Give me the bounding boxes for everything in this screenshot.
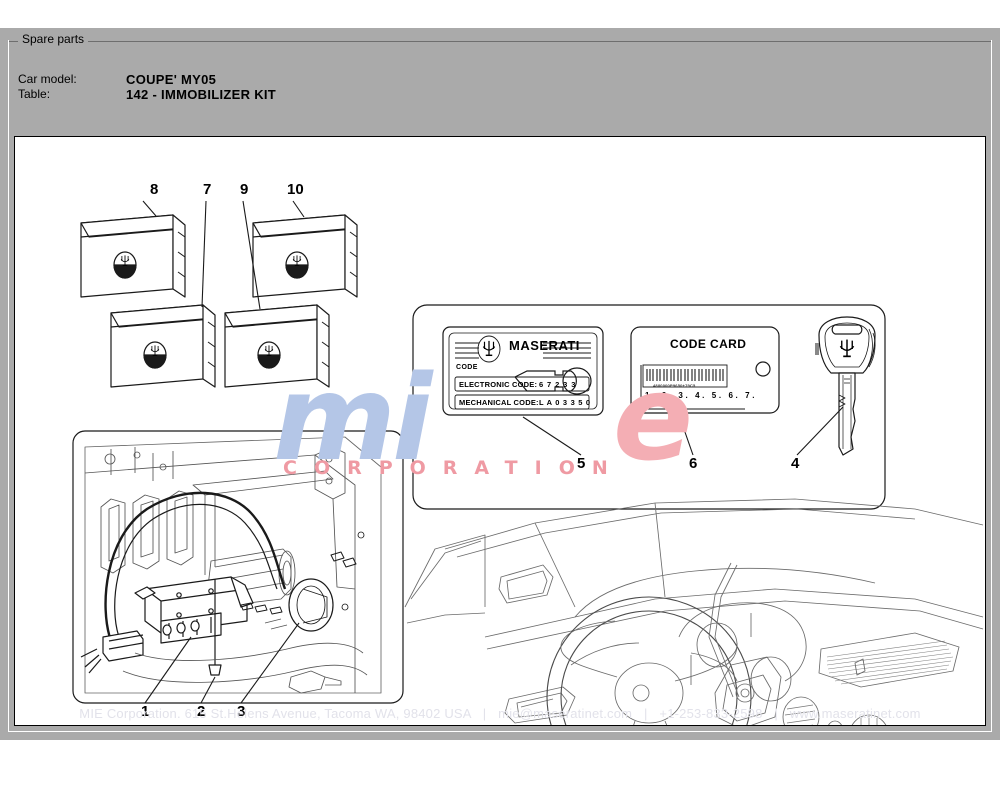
callout-leaders-bottom bbox=[144, 622, 300, 704]
code-label-text-layer: MASERATI CODE ELECTRONIC CODE: 6 7 2 3 3… bbox=[15, 137, 985, 725]
footer-company: MIE Corporation. 615 St.Helens Avenue, T… bbox=[79, 706, 471, 721]
callout-leaders-top bbox=[142, 200, 305, 310]
wallet-item-8 bbox=[80, 214, 186, 298]
car-interior-drawing bbox=[404, 498, 984, 725]
wallet-item-10 bbox=[224, 304, 330, 388]
car-model-label: Car model: bbox=[18, 72, 77, 86]
wallet-item-7 bbox=[110, 304, 216, 388]
mechanical-code-value: L A 0 3 3 5 0 bbox=[539, 398, 591, 407]
footer-separator-2: | bbox=[644, 706, 648, 721]
drawing-panel[interactable]: 8 7 9 10 5 6 4 1 2 3 MASERATI CODE ELECT… bbox=[14, 136, 986, 726]
callout-3: 3 bbox=[237, 703, 246, 720]
car-model-value: COUPE' MY05 bbox=[126, 72, 217, 87]
table-row: Table: 142 - IMMOBILIZER KIT bbox=[18, 87, 276, 102]
callout-5: 5 bbox=[577, 455, 586, 472]
callout-7: 7 bbox=[203, 181, 212, 198]
code-card-title: CODE CARD bbox=[670, 337, 747, 351]
electronic-code-value: 6 7 2 3 3 bbox=[539, 380, 577, 389]
callout-9: 9 bbox=[240, 181, 249, 198]
footer-separator-3: | bbox=[774, 706, 778, 721]
car-model-row: Car model: COUPE' MY05 bbox=[18, 72, 276, 87]
table-label: Table: bbox=[18, 87, 51, 101]
code-card-digits: 1. 2. 3. 4. 5. 6. 7. bbox=[645, 391, 758, 400]
callout-10: 10 bbox=[287, 181, 304, 198]
callout-leaders-cards bbox=[522, 406, 844, 456]
wallet-item-9 bbox=[252, 214, 358, 298]
engine-bay-assembly-box bbox=[72, 430, 404, 704]
groupbox-border-top bbox=[8, 41, 992, 42]
technical-drawing bbox=[72, 200, 984, 725]
code-card-box bbox=[412, 304, 886, 510]
groupbox-title: Spare parts bbox=[18, 32, 89, 46]
maserati-code-label bbox=[442, 326, 604, 416]
footer-bar: MIE Corporation. 615 St.Helens Avenue, T… bbox=[0, 706, 1000, 721]
ignition-key bbox=[815, 316, 876, 456]
callout-8: 8 bbox=[150, 181, 159, 198]
callout-4: 4 bbox=[791, 455, 800, 472]
groupbox-frame bbox=[8, 40, 992, 732]
code-card-tag bbox=[630, 326, 780, 414]
code-card-barcode-text: 4880000P9650+79C5 bbox=[653, 383, 696, 388]
header-meta: Car model: COUPE' MY05 Table: 142 - IMMO… bbox=[18, 72, 276, 102]
footer-website[interactable]: www.maseratinet.com bbox=[789, 706, 921, 721]
electronic-code-label: ELECTRONIC CODE: bbox=[459, 380, 538, 389]
footer-phone: +1-253-833-2598 bbox=[659, 706, 763, 721]
callout-6: 6 bbox=[689, 455, 698, 472]
code-word-text: CODE bbox=[456, 364, 478, 371]
mechanical-code-label: MECHANICAL CODE: bbox=[459, 398, 539, 407]
footer-separator-1: | bbox=[482, 706, 487, 721]
spare-parts-window: Spare parts Car model: COUPE' MY05 Table… bbox=[0, 28, 1000, 740]
footer-email[interactable]: mie@maseratinet.com bbox=[498, 706, 633, 721]
engine-bay-drawing bbox=[80, 436, 382, 694]
drawing-canvas: 8 7 9 10 5 6 4 1 2 3 MASERATI CODE ELECT… bbox=[15, 137, 985, 725]
callout-number-layer: 8 7 9 10 5 6 4 1 2 3 bbox=[15, 137, 985, 725]
table-value: 142 - IMMOBILIZER KIT bbox=[126, 87, 277, 102]
maserati-brand-text: MASERATI bbox=[509, 338, 580, 353]
callout-1: 1 bbox=[141, 703, 150, 720]
callout-2: 2 bbox=[197, 703, 206, 720]
